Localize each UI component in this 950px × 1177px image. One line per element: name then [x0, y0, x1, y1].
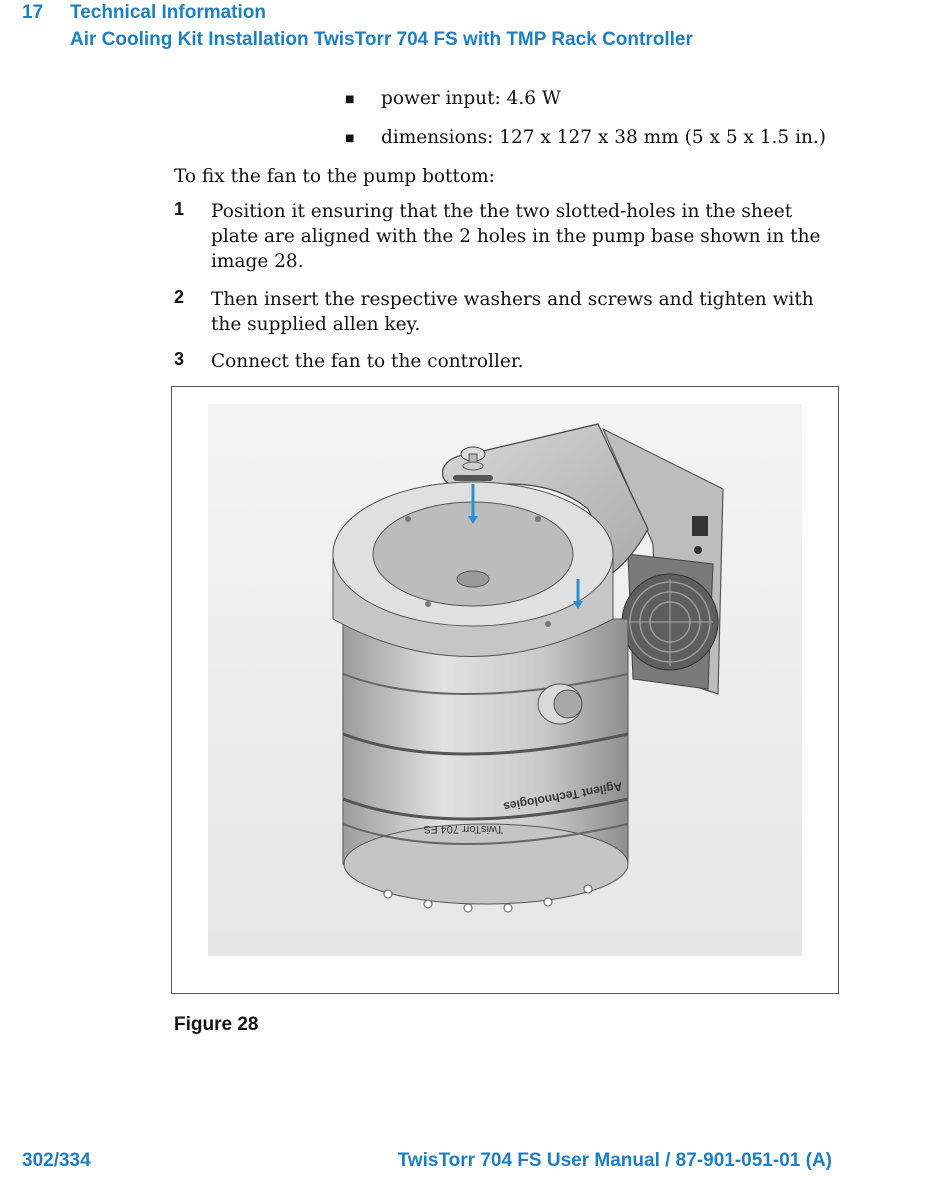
section-title: Air Cooling Kit Installation TwisTorr 70… [70, 29, 693, 50]
step-number: 1 [174, 199, 185, 219]
chapter-title: Technical Information [70, 2, 267, 23]
bullet-text: dimensions: 127 x 127 x 38 mm (5 x 5 x 1… [381, 127, 827, 148]
pump-body: TwisTorr 704 FS Agilent Technologies [332, 481, 629, 913]
step-text: Then insert the respective washers and s… [211, 289, 814, 335]
page-number: 302/334 [22, 1150, 91, 1171]
bullet-item-dimensions: ■ dimensions: 127 x 127 x 38 mm (5 x 5 x … [345, 127, 826, 148]
pump-fan-illustration: TwisTorr 704 FS Agilent Technologies [208, 404, 802, 956]
step-number: 3 [174, 349, 185, 369]
step-2: 2 Then insert the respective washers and… [174, 287, 834, 337]
step-1: 1 Position it ensuring that the the two … [174, 199, 834, 274]
alignment-arrow-icon [468, 484, 583, 609]
bullet-text: power input: 4.6 W [381, 88, 561, 109]
step-text: Connect the fan to the controller. [211, 351, 524, 372]
step-number: 2 [174, 287, 185, 307]
bullet-marker: ■ [345, 93, 355, 105]
figure-frame: TwisTorr 704 FS Agilent Technologies [171, 386, 839, 994]
figure-caption: Figure 28 [174, 1014, 259, 1035]
step-text: Position it ensuring that the the two sl… [211, 201, 821, 272]
chapter-number: 17 [22, 2, 44, 23]
chapter-header: 17 Technical Information [22, 2, 266, 24]
pump-model-label: TwisTorr 704 FS [424, 823, 503, 835]
intro-text: To fix the fan to the pump bottom: [174, 166, 495, 187]
step-3: 3 Connect the fan to the controller. [174, 349, 834, 374]
manual-title: TwisTorr 704 FS User Manual / 87-901-051… [397, 1150, 832, 1171]
bullet-marker: ■ [345, 132, 355, 144]
bullet-item-power: ■ power input: 4.6 W [345, 88, 561, 109]
